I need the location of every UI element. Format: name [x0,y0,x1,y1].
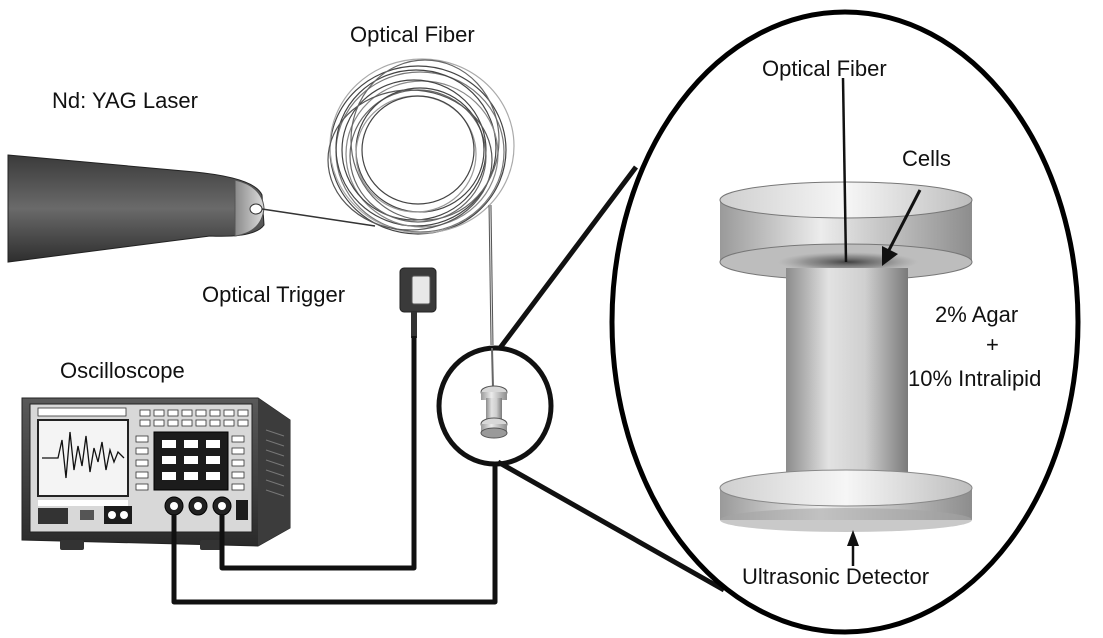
laser-fiber-segment [261,208,376,227]
oscilloscope [21,397,291,550]
oscilloscope-label: Oscilloscope [60,358,185,383]
fiber-zoom-label: Optical Fiber [762,56,887,81]
oscilloscope-waveform [42,431,125,479]
signal-cables [171,336,498,605]
laser-unit [7,154,265,263]
detector-arrow [847,530,859,566]
fiber-coil-label: Optical Fiber [350,22,475,47]
fiber-coil [327,58,515,235]
oscilloscope-inputs [164,496,232,516]
intralipid-label: 10% Intralipid [908,366,1041,391]
detector-label: Ultrasonic Detector [742,564,929,589]
optical-trigger [399,267,437,338]
laser-label: Nd: YAG Laser [52,88,198,113]
detector-cable [171,442,498,605]
cells-arrow [882,189,922,266]
sample-zoomed [719,181,973,532]
trigger-label: Optical Trigger [202,282,345,307]
sample-small [480,385,508,439]
plus-label: + [986,332,999,357]
fiber-zoomed [841,77,848,263]
agar-label: 2% Agar [935,302,1018,327]
zoom-connector-lines [496,165,726,593]
trigger-cable [219,336,417,571]
cells-label: Cells [902,146,951,171]
laser-aperture [249,203,263,215]
